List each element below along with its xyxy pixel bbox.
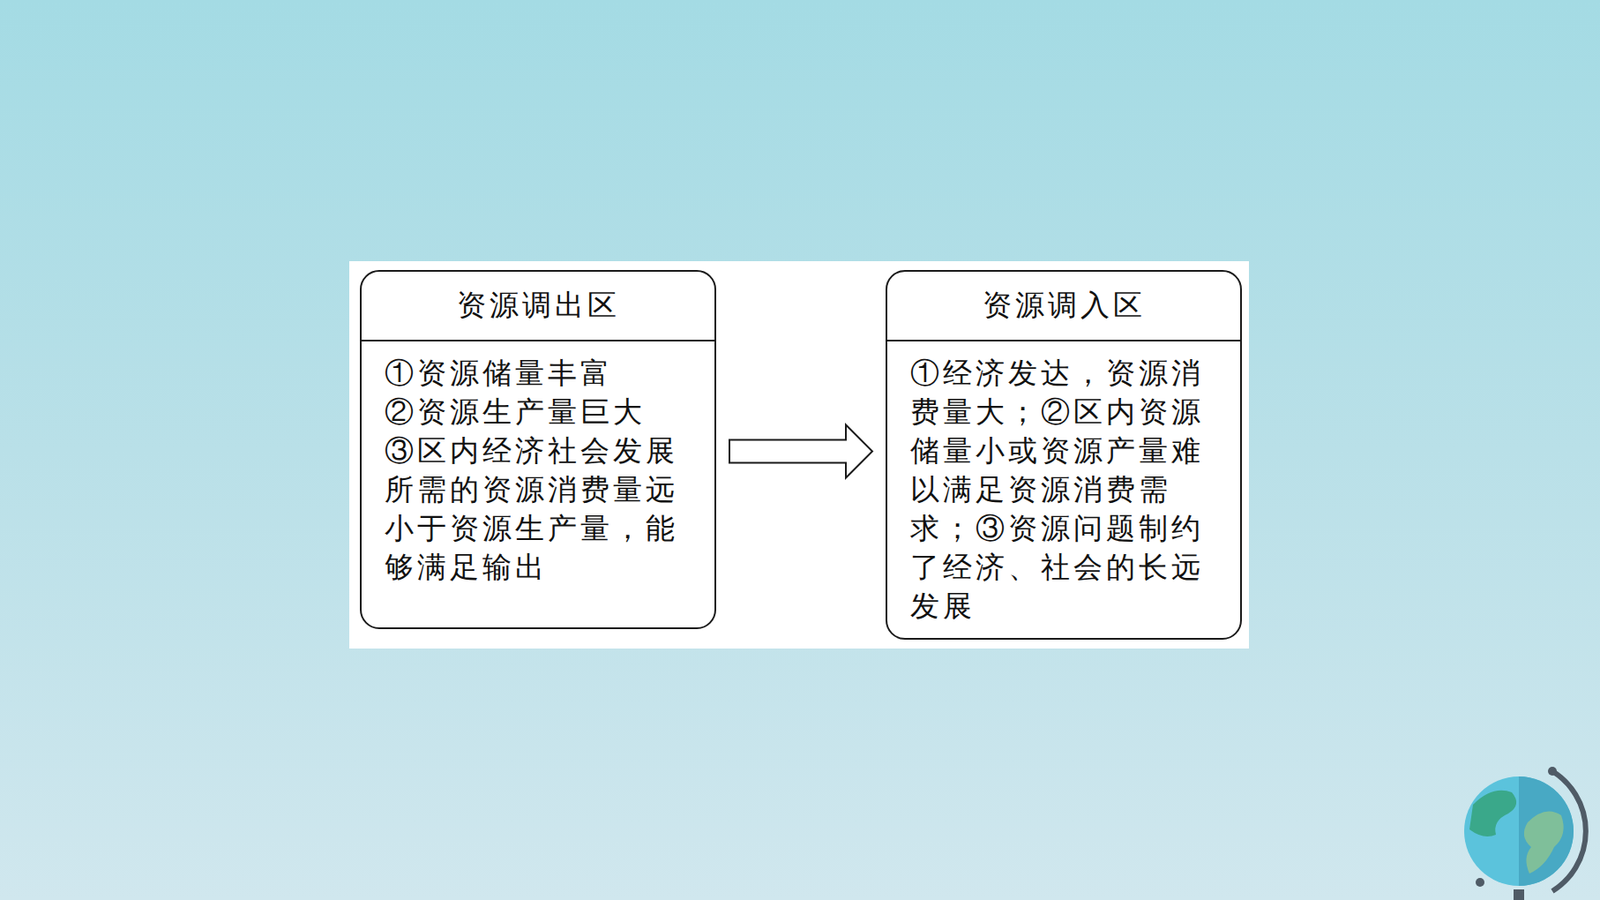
region-box: 资源调入区 ①经济发达，资源消费量大；②区内资源储量小或资源产量难以满足资源消费需… [885, 269, 1242, 640]
box-body: ①经济发达，资源消费量大；②区内资源储量小或资源产量难以满足资源消费需求；③资源… [887, 341, 1241, 638]
body-text: ③区内经济社会发展所需的资源消费量远小于资源生产量，能够满足输出 [384, 431, 696, 587]
body-text: ①经济发达，资源消费量大；②区内资源储量小或资源产量难以满足资源消费需求；③资源… [910, 353, 1221, 626]
box-body: ①资源储量丰富②资源生产量巨大③区内经济社会发展所需的资源消费量远小于资源生产量… [361, 341, 715, 599]
box-heading: 资源调出区 [361, 271, 715, 342]
block-arrow [729, 425, 873, 479]
body-text: ①资源储量丰富 [384, 353, 696, 393]
region-box: 资源调出区①资源储量丰富②资源生产量巨大③区内经济社会发展所需的资源消费量远小于… [359, 269, 717, 629]
body-text: ②资源生产量巨大 [384, 392, 696, 432]
box-heading: 资源调入区 [887, 271, 1241, 342]
